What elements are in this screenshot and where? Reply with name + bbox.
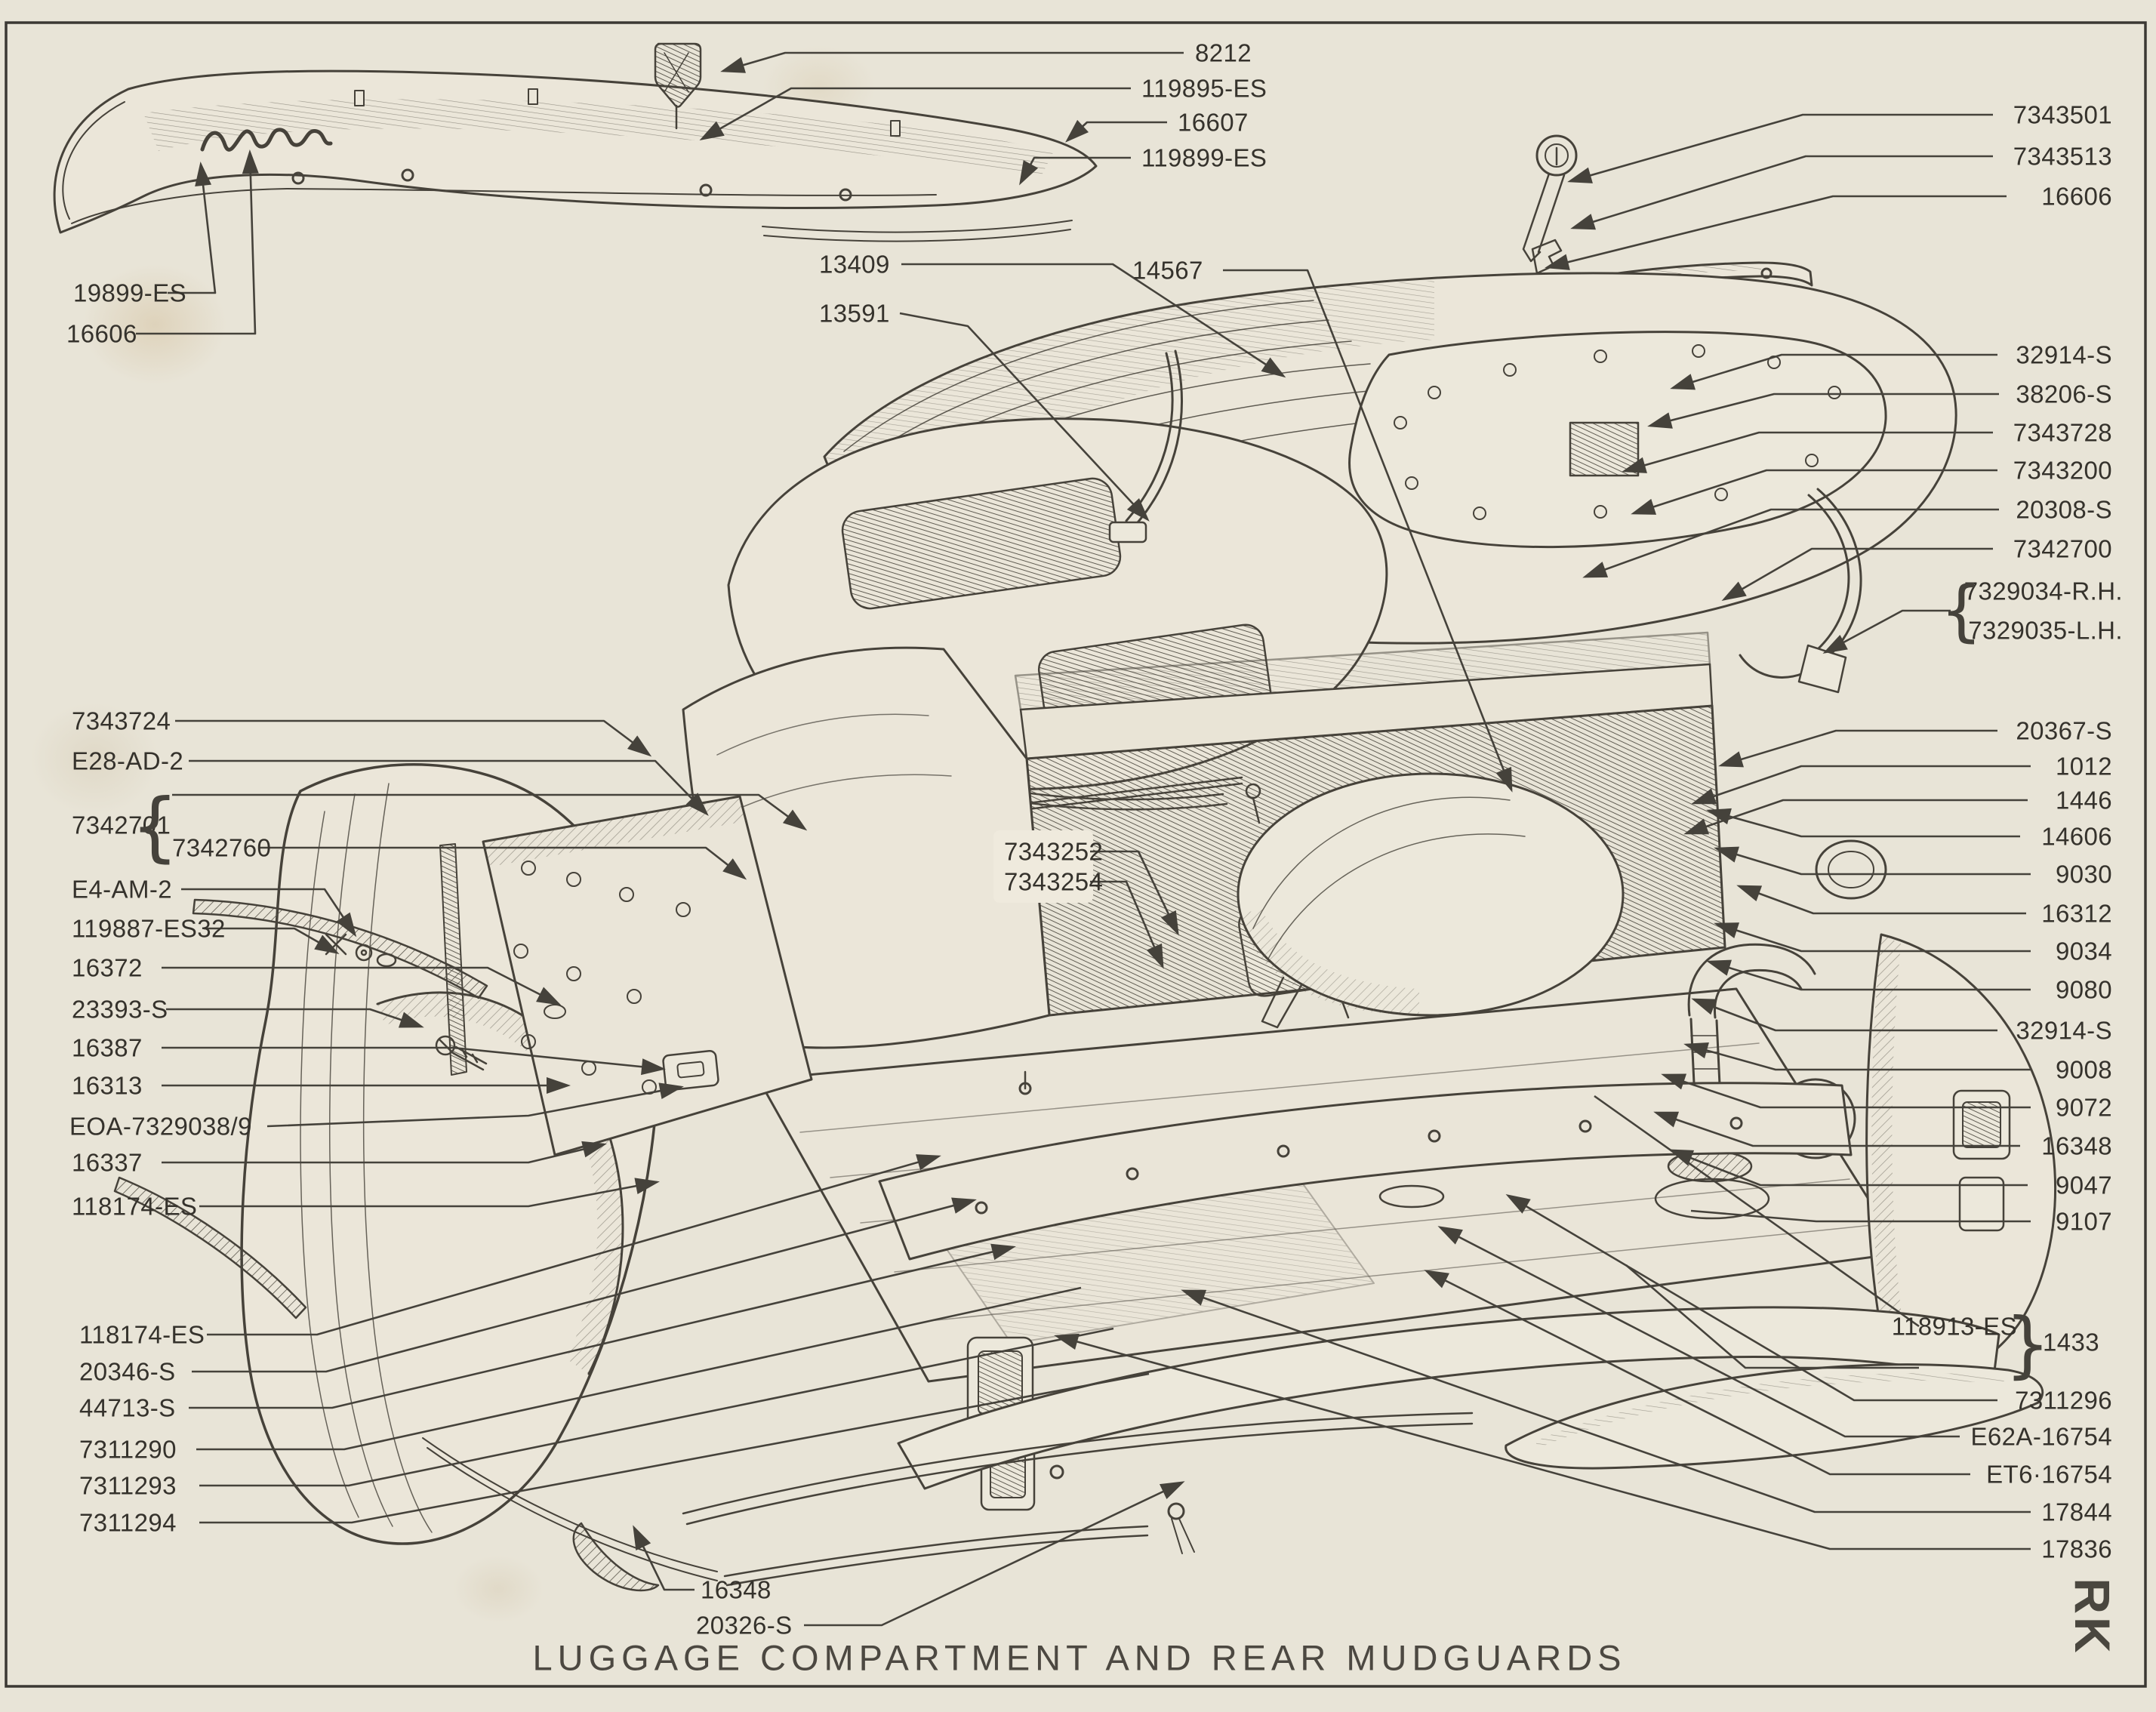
part-label-r-1446: 1446 — [2055, 786, 2112, 814]
part-label-l-7311293: 7311293 — [79, 1471, 177, 1500]
part-label-r-7342700: 7342700 — [2013, 534, 2112, 563]
part-label-l-16606: 16606 — [66, 319, 137, 348]
part-label-l-7343724: 7343724 — [72, 707, 171, 735]
part-label-r-16606: 16606 — [2041, 182, 2112, 211]
part-label-r-32914sb: 32914-S — [2016, 1016, 2112, 1045]
part-label-l-20346s: 20346-S — [79, 1357, 176, 1386]
part-label-r-7329035: 7329035-L.H. — [1968, 616, 2123, 645]
part-label-r-16312: 16312 — [2041, 899, 2112, 928]
part-label-l-23393s: 23393-S — [72, 995, 168, 1024]
part-label-l-19899es: 19899-ES — [73, 279, 186, 307]
part-label-t-8212: 8212 — [1195, 38, 1252, 67]
part-label-r-e62a16754: E62A-16754 — [1970, 1422, 2112, 1451]
part-label-l-eoa: EOA-7329038/9 — [69, 1112, 252, 1141]
part-label-l-e28ad2: E28-AD-2 — [72, 747, 184, 775]
part-label-r-32914sa: 32914-S — [2016, 340, 2112, 369]
part-label-r-16348: 16348 — [2041, 1132, 2112, 1160]
part-label-t-16607: 16607 — [1178, 108, 1249, 137]
part-label-l-7311290: 7311290 — [79, 1435, 177, 1464]
part-label-r-1433: 1433 — [2043, 1328, 2100, 1356]
part-label-r-9034: 9034 — [2055, 937, 2112, 965]
part-label-r-9107: 9107 — [2055, 1207, 2112, 1236]
part-label-l-16387: 16387 — [72, 1033, 143, 1062]
part-label-r-9008: 9008 — [2055, 1055, 2112, 1084]
part-label-r-9080: 9080 — [2055, 975, 2112, 1004]
part-label-r-14606: 14606 — [2041, 822, 2112, 851]
part-label-l-16337: 16337 — [72, 1148, 143, 1177]
part-label-r-38206s: 38206-S — [2016, 380, 2112, 408]
part-label-b-16348: 16348 — [701, 1575, 772, 1604]
part-label-r-9072: 9072 — [2055, 1093, 2112, 1122]
part-label-t-13591: 13591 — [819, 299, 890, 328]
part-label-r-20367s: 20367-S — [2016, 716, 2112, 745]
part-label-t-13409: 13409 — [819, 250, 890, 279]
part-label-r-20308s: 20308-S — [2016, 495, 2112, 524]
part-label-l-7342760: 7342760 — [172, 833, 272, 862]
part-label-r-7343200: 7343200 — [2013, 456, 2112, 485]
part-label-l-118174a: 118174-ES — [72, 1192, 198, 1221]
part-label-l-119887: 119887-ES32 — [72, 914, 226, 943]
part-label-c-7343252: 7343252 — [1004, 837, 1104, 866]
part-label-r-1012: 1012 — [2055, 752, 2112, 781]
part-label-b-20326s: 20326-S — [696, 1611, 793, 1640]
part-label-l-16372: 16372 — [72, 953, 143, 982]
part-label-r-9030: 9030 — [2055, 860, 2112, 888]
part-label-r-9047: 9047 — [2055, 1171, 2112, 1199]
part-label-t-119895: 119895-ES — [1141, 74, 1267, 103]
part-label-l-118174b: 118174-ES — [79, 1320, 205, 1349]
part-label-t-119899: 119899-ES — [1141, 143, 1267, 172]
part-label-l-44713s: 44713-S — [79, 1393, 176, 1422]
part-label-l-16313: 16313 — [72, 1071, 143, 1100]
part-label-r-7343728: 7343728 — [2013, 418, 2112, 447]
part-label-r-7343513: 7343513 — [2013, 142, 2112, 171]
part-label-r-17844: 17844 — [2041, 1498, 2112, 1526]
part-label-l-e4am2: E4-AM-2 — [72, 875, 172, 904]
part-label-r-7329034: 7329034-R.H. — [1964, 577, 2123, 605]
part-label-t-14567: 14567 — [1132, 256, 1203, 285]
part-label-r-et616754: ET6·16754 — [1986, 1460, 2112, 1489]
part-label-l-7342701: 7342701 — [72, 811, 171, 839]
part-label-c-7343254: 7343254 — [1004, 867, 1104, 896]
part-label-r-17836: 17836 — [2041, 1535, 2112, 1563]
part-label-r-7343501: 7343501 — [2013, 100, 2112, 129]
figure-title: LUGGAGE COMPARTMENT AND REAR MUDGUARDS — [532, 1637, 1627, 1678]
part-label-r-7311296: 7311296 — [2015, 1386, 2112, 1415]
part-label-l-7311294: 7311294 — [79, 1508, 177, 1537]
part-label-r-118913es: 118913-ES — [1891, 1312, 2017, 1341]
plate-code: RK — [2065, 1578, 2121, 1656]
